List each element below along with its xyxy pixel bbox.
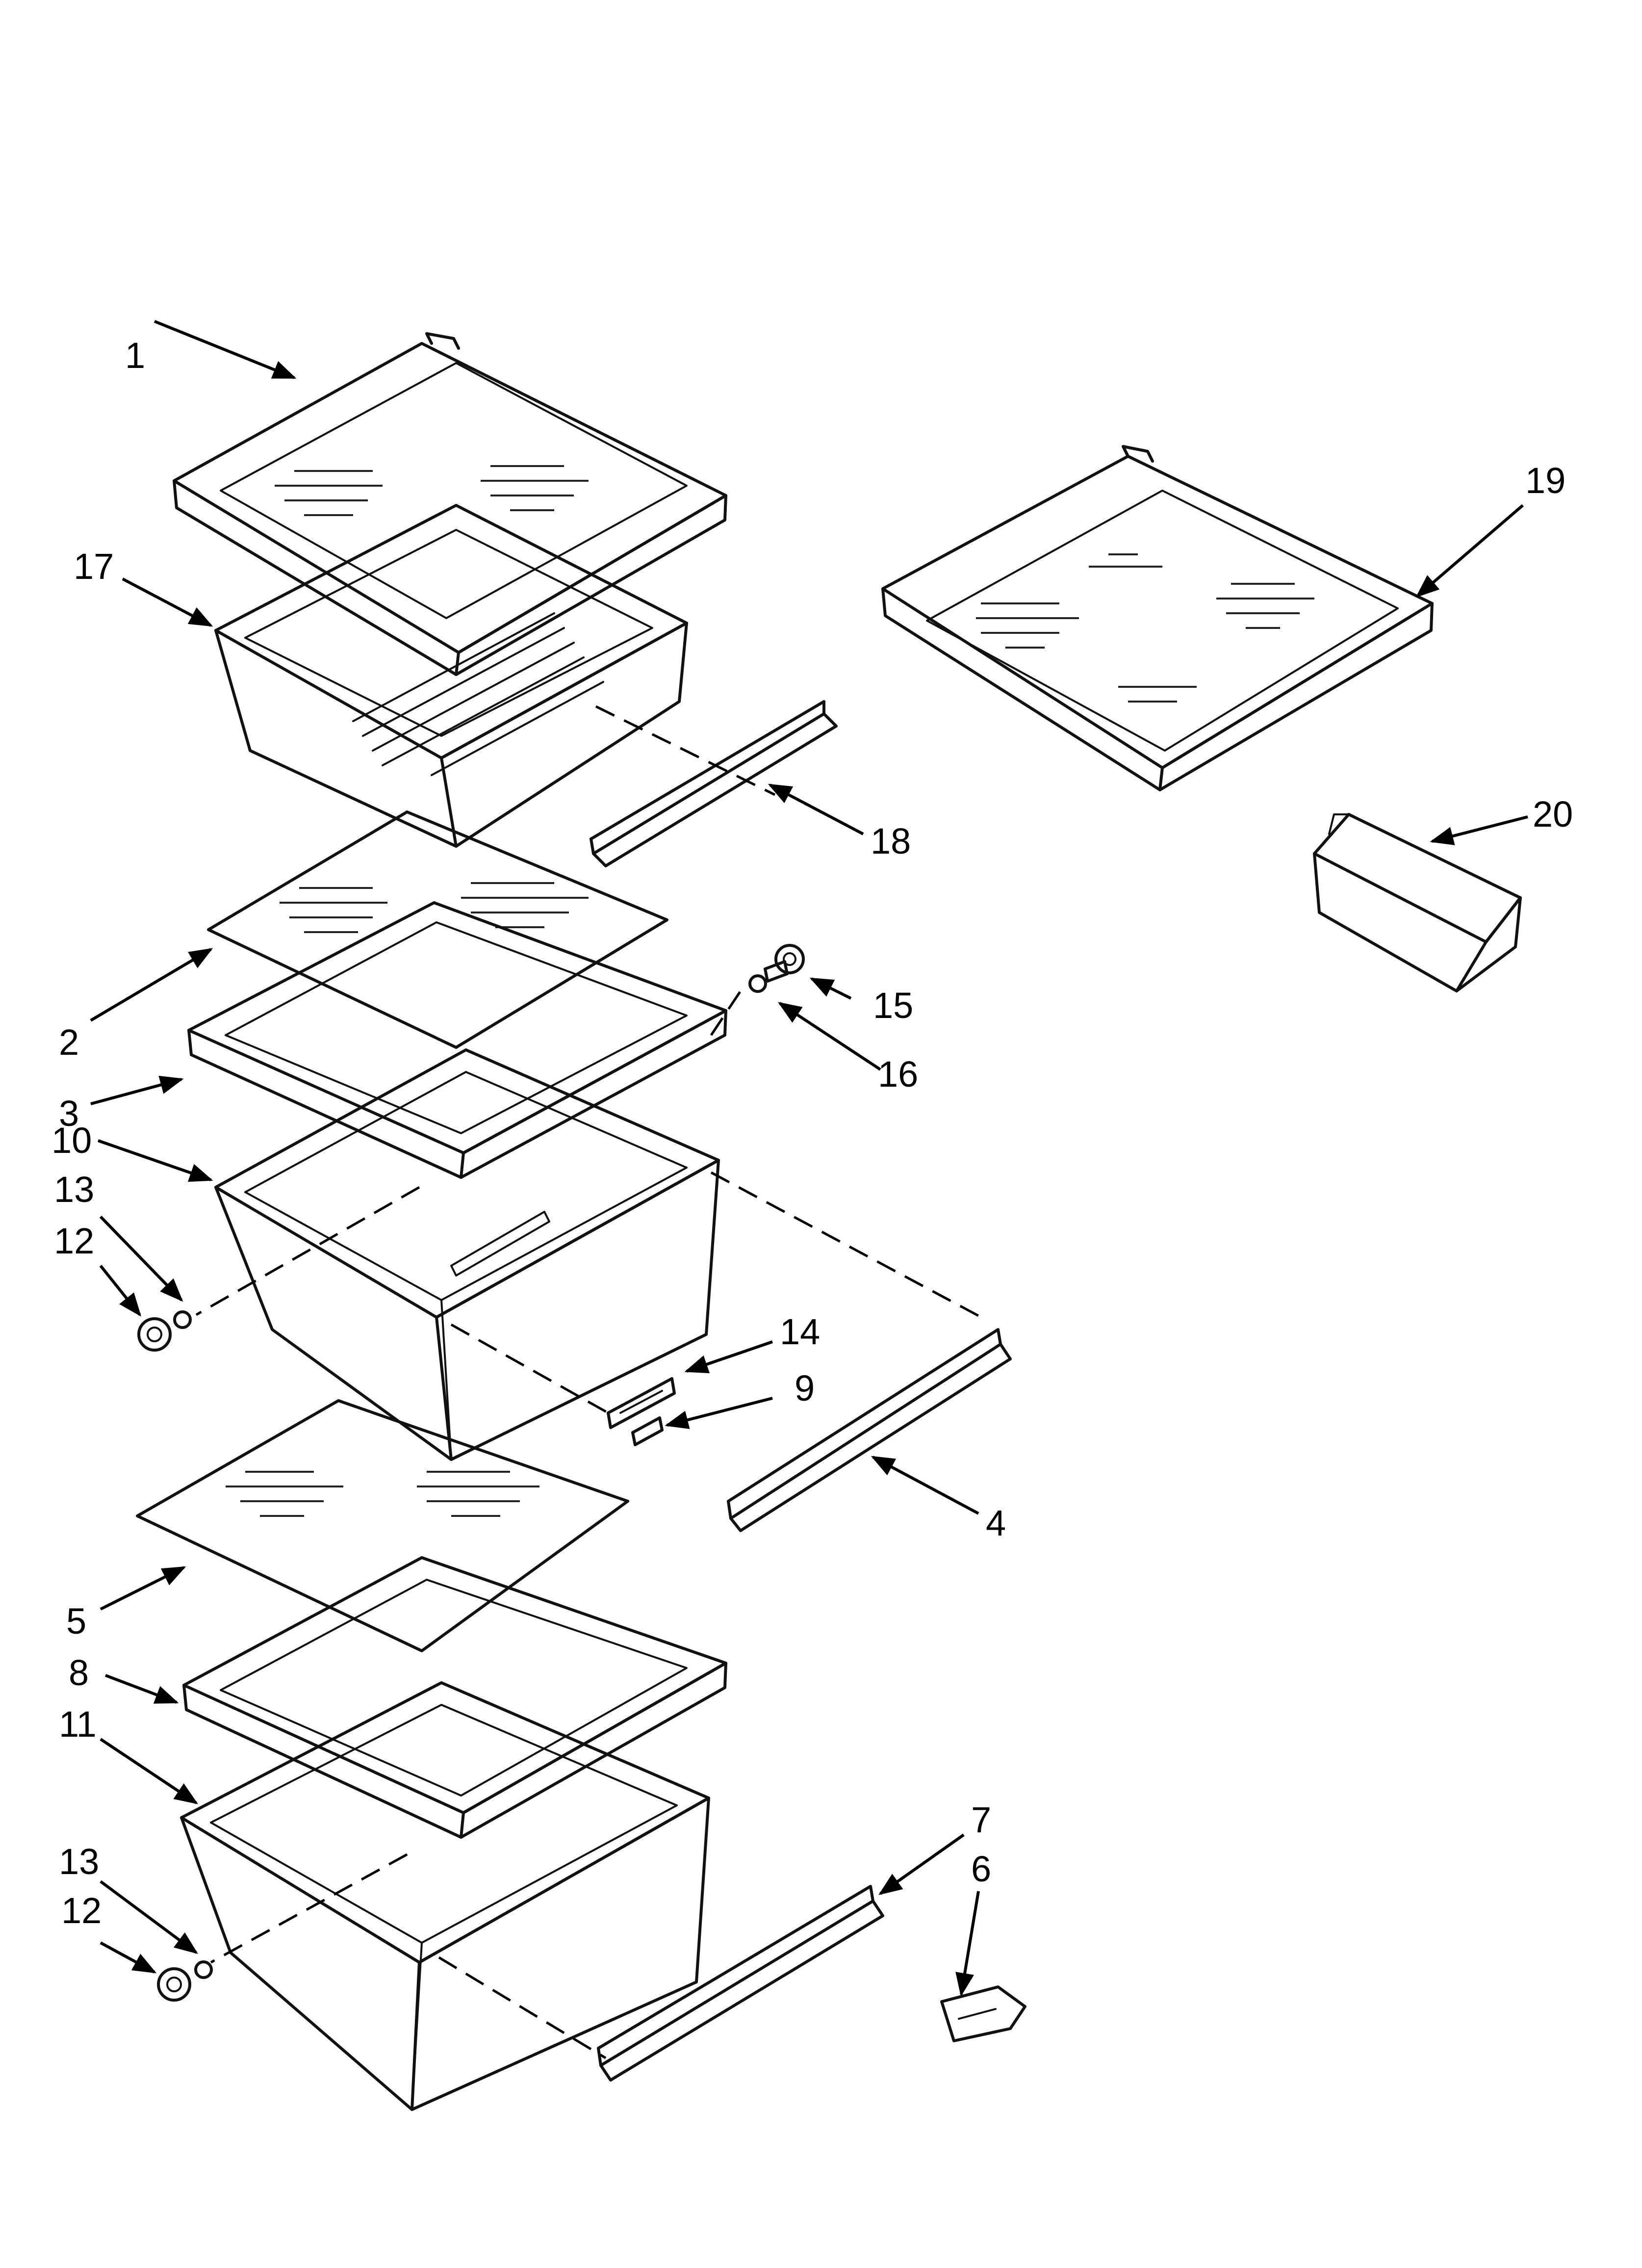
callout-4: 4 — [986, 1503, 1006, 1543]
lower-crisper-drawer — [180, 1681, 710, 2111]
callout-14: 14 — [780, 1311, 820, 1352]
roller-lower-left — [157, 1960, 213, 2002]
callout-13-upper: 13 — [54, 1169, 94, 1210]
upper-drawer-frame — [187, 901, 727, 1179]
callout-12-lower: 12 — [61, 1890, 102, 1931]
callout-16: 16 — [878, 1054, 918, 1095]
callout-13-lower: 13 — [59, 1841, 99, 1882]
callout-5: 5 — [66, 1601, 86, 1642]
meat-drawer — [214, 504, 688, 848]
callout-3: 3 — [59, 1093, 79, 1134]
callout-12-upper: 12 — [54, 1221, 94, 1261]
drawer-clip-pieces — [607, 1377, 676, 1446]
callout-labels: 1 17 19 18 20 2 3 15 16 10 13 12 14 9 4 … — [51, 335, 1573, 1931]
assembly-guide-lines — [195, 705, 987, 2059]
callout-20: 20 — [1533, 794, 1573, 834]
lower-drawer-frame — [182, 1556, 727, 1839]
callout-11: 11 — [59, 1704, 97, 1745]
drawer-cover-strip-upper — [590, 700, 838, 867]
callout-8: 8 — [69, 1652, 89, 1693]
callout-18: 18 — [871, 821, 911, 861]
right-shelf — [881, 445, 1434, 791]
callout-10: 10 — [51, 1120, 92, 1161]
callout-2: 2 — [59, 1022, 79, 1063]
small-bin — [1313, 813, 1522, 992]
callout-1: 1 — [125, 335, 145, 376]
drawer-cover-strip-middle — [727, 1328, 1012, 1532]
callout-6: 6 — [971, 1849, 991, 1889]
roller-upper-left — [137, 1310, 192, 1352]
callout-7: 7 — [971, 1799, 991, 1840]
bracket — [940, 1985, 1026, 2042]
roller-and-screw-upper — [748, 944, 805, 993]
callout-19: 19 — [1525, 460, 1565, 501]
upper-crisper-drawer — [214, 1048, 720, 1461]
upper-glass — [207, 810, 668, 1049]
callout-15: 15 — [873, 985, 913, 1026]
drawer-cover-strip-lower — [597, 1885, 884, 2082]
callout-9: 9 — [795, 1368, 815, 1408]
lower-glass — [136, 1399, 629, 1652]
callout-leaders — [90, 320, 1528, 1997]
callout-17: 17 — [74, 546, 114, 587]
